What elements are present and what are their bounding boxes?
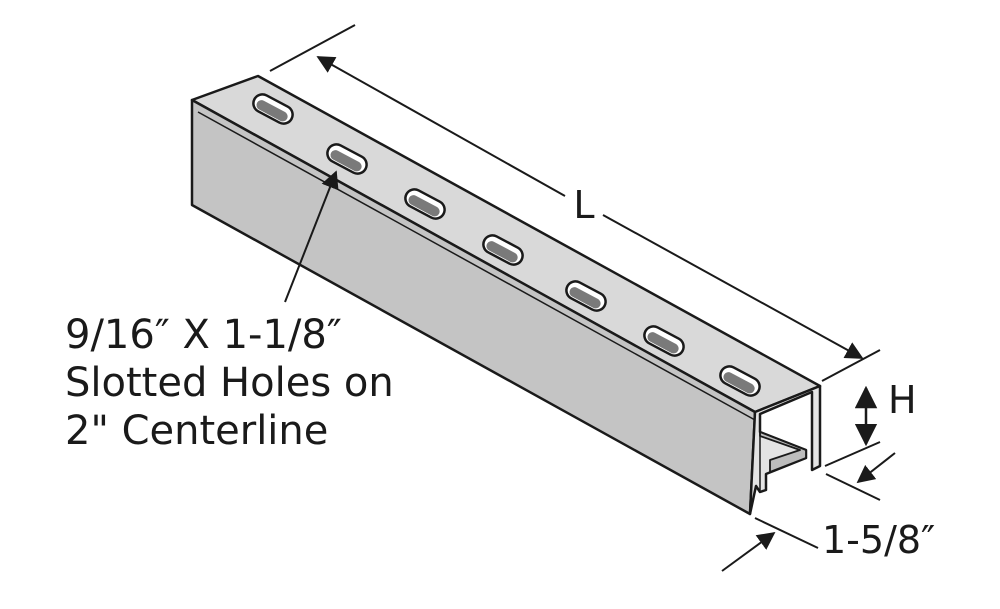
slotted-holes <box>252 93 761 397</box>
slotted-hole <box>565 280 607 312</box>
extension-line <box>821 349 881 382</box>
channel-top-edge <box>197 111 756 421</box>
extension-line <box>754 517 819 549</box>
slotted-hole <box>252 93 294 125</box>
width-dimension: 1-5/8″ <box>721 452 935 572</box>
extension-line <box>825 473 881 501</box>
callout-line-2: Slotted Holes on <box>65 360 394 406</box>
slot-callout: 9/16″ X 1-1/8″ Slotted Holes on 2" Cente… <box>65 312 394 454</box>
width-arrow-upper <box>856 452 896 484</box>
callout-line-3: 2" Centerline <box>65 408 328 454</box>
callout-leader-arrow <box>284 170 339 303</box>
width-label: 1-5/8″ <box>822 518 935 562</box>
height-label: H <box>888 378 917 422</box>
slotted-hole <box>326 143 368 175</box>
callout-line-1: 9/16″ X 1-1/8″ <box>65 312 342 358</box>
channel-inner-lip <box>759 431 807 473</box>
slotted-hole <box>719 365 761 397</box>
height-dimension: H <box>824 378 917 467</box>
length-arrow-upper <box>316 56 566 197</box>
width-arrow-lower <box>721 531 776 572</box>
slotted-hole <box>643 325 685 357</box>
slotted-hole <box>482 234 524 266</box>
length-label: L <box>573 183 594 227</box>
extension-line <box>269 24 356 72</box>
length-arrow-lower <box>602 214 864 359</box>
length-dimension: L <box>269 24 881 382</box>
slotted-hole <box>404 188 446 220</box>
extension-line <box>824 441 881 467</box>
